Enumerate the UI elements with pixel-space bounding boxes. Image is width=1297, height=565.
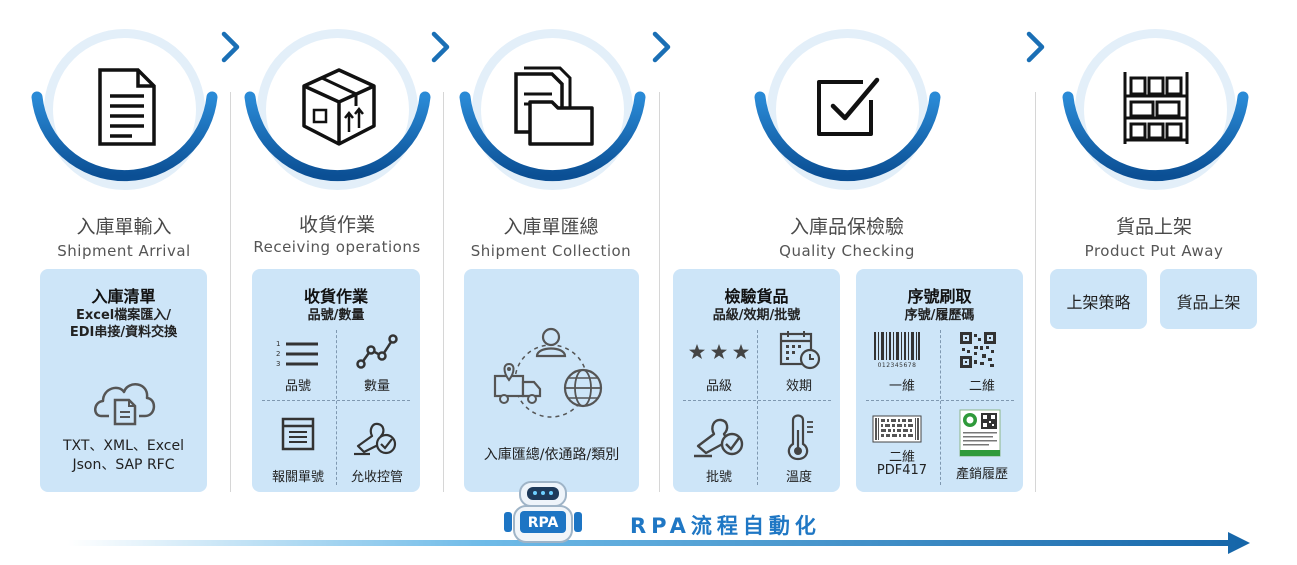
cell-label: 允收控管: [350, 470, 403, 485]
approval-stamp-icon: [694, 418, 744, 458]
barcode-number: 012345678: [877, 362, 917, 369]
cell-label: 產銷履歷: [955, 467, 1008, 482]
step2-subtitle: Receiving operations: [253, 238, 421, 256]
shelf-rack-icon: [1123, 72, 1189, 144]
rpa-flow-label: RPA流程自動化: [630, 514, 821, 538]
card2-sub: 品號/數量: [307, 308, 365, 323]
step5-title: 貨品上架: [1115, 216, 1192, 238]
step4-title: 入庫品保檢驗: [789, 216, 904, 238]
person-icon: [535, 327, 567, 358]
grid-divider: [866, 400, 1014, 401]
document-icon: [98, 68, 156, 146]
product-putaway-label: 貨品上架: [1176, 293, 1241, 312]
calendar-clock-icon: [779, 331, 821, 370]
traceability-label-icon: [959, 409, 1001, 457]
cell-label: PDF417: [876, 463, 928, 478]
column-divider: [230, 92, 231, 492]
flow-arrow: [68, 532, 1250, 554]
cell-label: 報關單號: [271, 470, 324, 485]
column-divider: [443, 92, 444, 492]
barcode-icon: [874, 332, 920, 360]
column-divider: [659, 92, 660, 492]
card4b-heading: 序號刷取: [907, 287, 972, 306]
step3-title: 入庫單匯總: [503, 216, 599, 238]
card1-line1: Excel檔案匯入/: [76, 308, 171, 323]
qr-code-icon: [960, 332, 996, 368]
cell-label: 品號: [284, 379, 311, 394]
cell-label: 二維: [888, 450, 915, 465]
grid-divider: [683, 400, 831, 401]
pdf417-barcode-icon: [872, 415, 922, 443]
chevron-right-icon: [1026, 31, 1045, 63]
card4a-heading: 檢驗貨品: [724, 287, 789, 306]
card3-label: 入庫匯總/依通路/類別: [483, 447, 620, 463]
numbered-list-icon: 1 2 3: [276, 340, 318, 368]
chevron-right-icon: [652, 31, 671, 63]
putaway-strategy-tile: [1050, 269, 1147, 329]
card4a-sub: 品級/效期/批號: [712, 308, 801, 323]
svg-text:1: 1: [276, 340, 280, 348]
robot-label: RPA: [527, 515, 559, 531]
cell-label: 效期: [785, 379, 812, 394]
column-divider: [1035, 92, 1036, 492]
cell-label: 品級: [705, 379, 732, 394]
product-putaway-tile: [1160, 269, 1257, 329]
svg-text:2: 2: [276, 350, 280, 358]
import-list-card: [40, 269, 207, 492]
step4-ring: [754, 29, 941, 190]
package-box-icon: [302, 68, 376, 146]
card1-line2: EDI串接/資料交換: [69, 325, 178, 340]
logistics-network-icon: [493, 327, 603, 418]
rpa-robot-icon: [504, 481, 582, 543]
checkbox-icon: [817, 77, 880, 136]
putaway-strategy-label: 上架策略: [1066, 293, 1131, 312]
cell-label: 一維: [888, 379, 915, 394]
card4b-sub: 序號/履歷碼: [904, 308, 975, 323]
chevron-right-icon: [221, 31, 240, 63]
card1-formats1: TXT、XML、Excel: [62, 438, 184, 454]
stamp-check-icon: [354, 422, 397, 456]
step5-subtitle: Product Put Away: [1084, 242, 1224, 260]
globe-icon: [563, 368, 603, 408]
step4-subtitle: Quality Checking: [779, 242, 915, 260]
card2-heading: 收貨作業: [303, 287, 368, 306]
thermometer-icon: [787, 414, 813, 461]
cell-label: 溫度: [785, 470, 812, 485]
truck-icon: [493, 362, 542, 404]
grid-divider: [940, 330, 941, 485]
grid-divider: [757, 330, 758, 485]
collection-card: [464, 269, 639, 492]
step2-title: 收貨作業: [298, 214, 375, 236]
step1-subtitle: Shipment Arrival: [57, 242, 191, 260]
folder-documents-icon: [514, 66, 594, 146]
card1-formats2: Json、SAP RFC: [72, 457, 175, 473]
cell-label: 數量: [363, 379, 390, 394]
stars-icon: [689, 344, 749, 359]
chevron-right-icon: [431, 31, 450, 63]
step1-title: 入庫單輸入: [76, 216, 172, 238]
card1-heading: 入庫清單: [91, 287, 156, 306]
cell-label: 批號: [705, 470, 732, 485]
svg-text:3: 3: [276, 360, 280, 368]
cloud-document-icon: [94, 383, 156, 426]
form-document-icon: [281, 417, 315, 451]
grid-divider: [336, 330, 337, 485]
grid-divider: [262, 400, 410, 401]
line-graph-icon: [356, 334, 398, 369]
step3-subtitle: Shipment Collection: [470, 242, 632, 260]
cell-label: 二維: [968, 379, 995, 394]
step1-ring: [31, 29, 218, 190]
